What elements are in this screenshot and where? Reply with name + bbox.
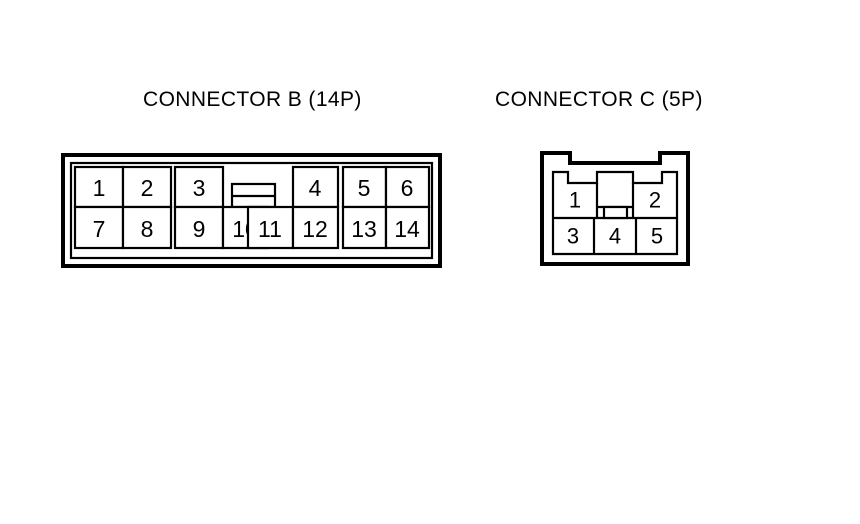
connector-b-top-row: 1 2 3 4 5 6 — [73, 165, 431, 209]
connector-b-cell-7: 7 — [73, 205, 125, 250]
connector-b-pin-label: 11 — [258, 216, 282, 242]
connector-c-group: CONNECTOR C (5P) 1 2 3 4 5 — [495, 88, 703, 266]
connector-b-group: CONNECTOR B (14P) 1 2 3 4 — [61, 88, 442, 268]
connector-b-cell-11: 11 — [246, 205, 295, 250]
connector-b-pin-label: 14 — [394, 216, 420, 242]
connector-b-cell-6: 6 — [384, 165, 431, 209]
connector-b-pin-label: 4 — [309, 175, 322, 201]
connector-b-pin-label: 5 — [358, 175, 371, 201]
connector-c-title: CONNECTOR C (5P) — [495, 88, 703, 111]
connector-b-pin-label: 3 — [193, 175, 206, 201]
connector-b-keyway — [230, 182, 277, 209]
connector-c-pin-label: 1 — [569, 188, 581, 213]
connector-b-cell-9: 9 — [173, 205, 225, 250]
connector-b-pin-label: 9 — [193, 216, 206, 242]
connector-c-keyway — [602, 205, 629, 220]
connector-b-title: CONNECTOR B (14P) — [143, 88, 362, 111]
connector-b-cell-13: 13 — [341, 205, 388, 250]
connector-c-pin-label: 4 — [609, 224, 621, 249]
connector-b-cell-3: 3 — [173, 165, 225, 209]
connector-b-cell-5: 5 — [341, 165, 388, 209]
connector-b-cell-1: 1 — [73, 165, 125, 209]
connector-b-pin-label: 2 — [141, 175, 154, 201]
connector-b-pin-label: 13 — [351, 216, 377, 242]
connector-b-pin-label: 7 — [93, 216, 106, 242]
connector-b-cell-4: 4 — [291, 165, 340, 209]
connector-b-bottom-row: 7 8 9 10 11 12 — [73, 205, 431, 250]
connector-c-pin-label: 3 — [567, 224, 579, 249]
connector-b-pin-label: 6 — [401, 175, 414, 201]
connector-b-cell-8: 8 — [121, 205, 173, 250]
connector-b-cell-14: 14 — [384, 205, 431, 250]
connector-b-cell-2: 2 — [121, 165, 173, 209]
connector-c-pin-label: 2 — [649, 188, 661, 213]
connector-b-cell-12: 12 — [291, 205, 340, 250]
connector-b-pin-label: 1 — [93, 175, 106, 201]
connector-b-pin-label: 12 — [302, 216, 328, 242]
connector-c-pin-label: 5 — [651, 224, 663, 249]
connector-b-pin-label: 8 — [141, 216, 154, 242]
